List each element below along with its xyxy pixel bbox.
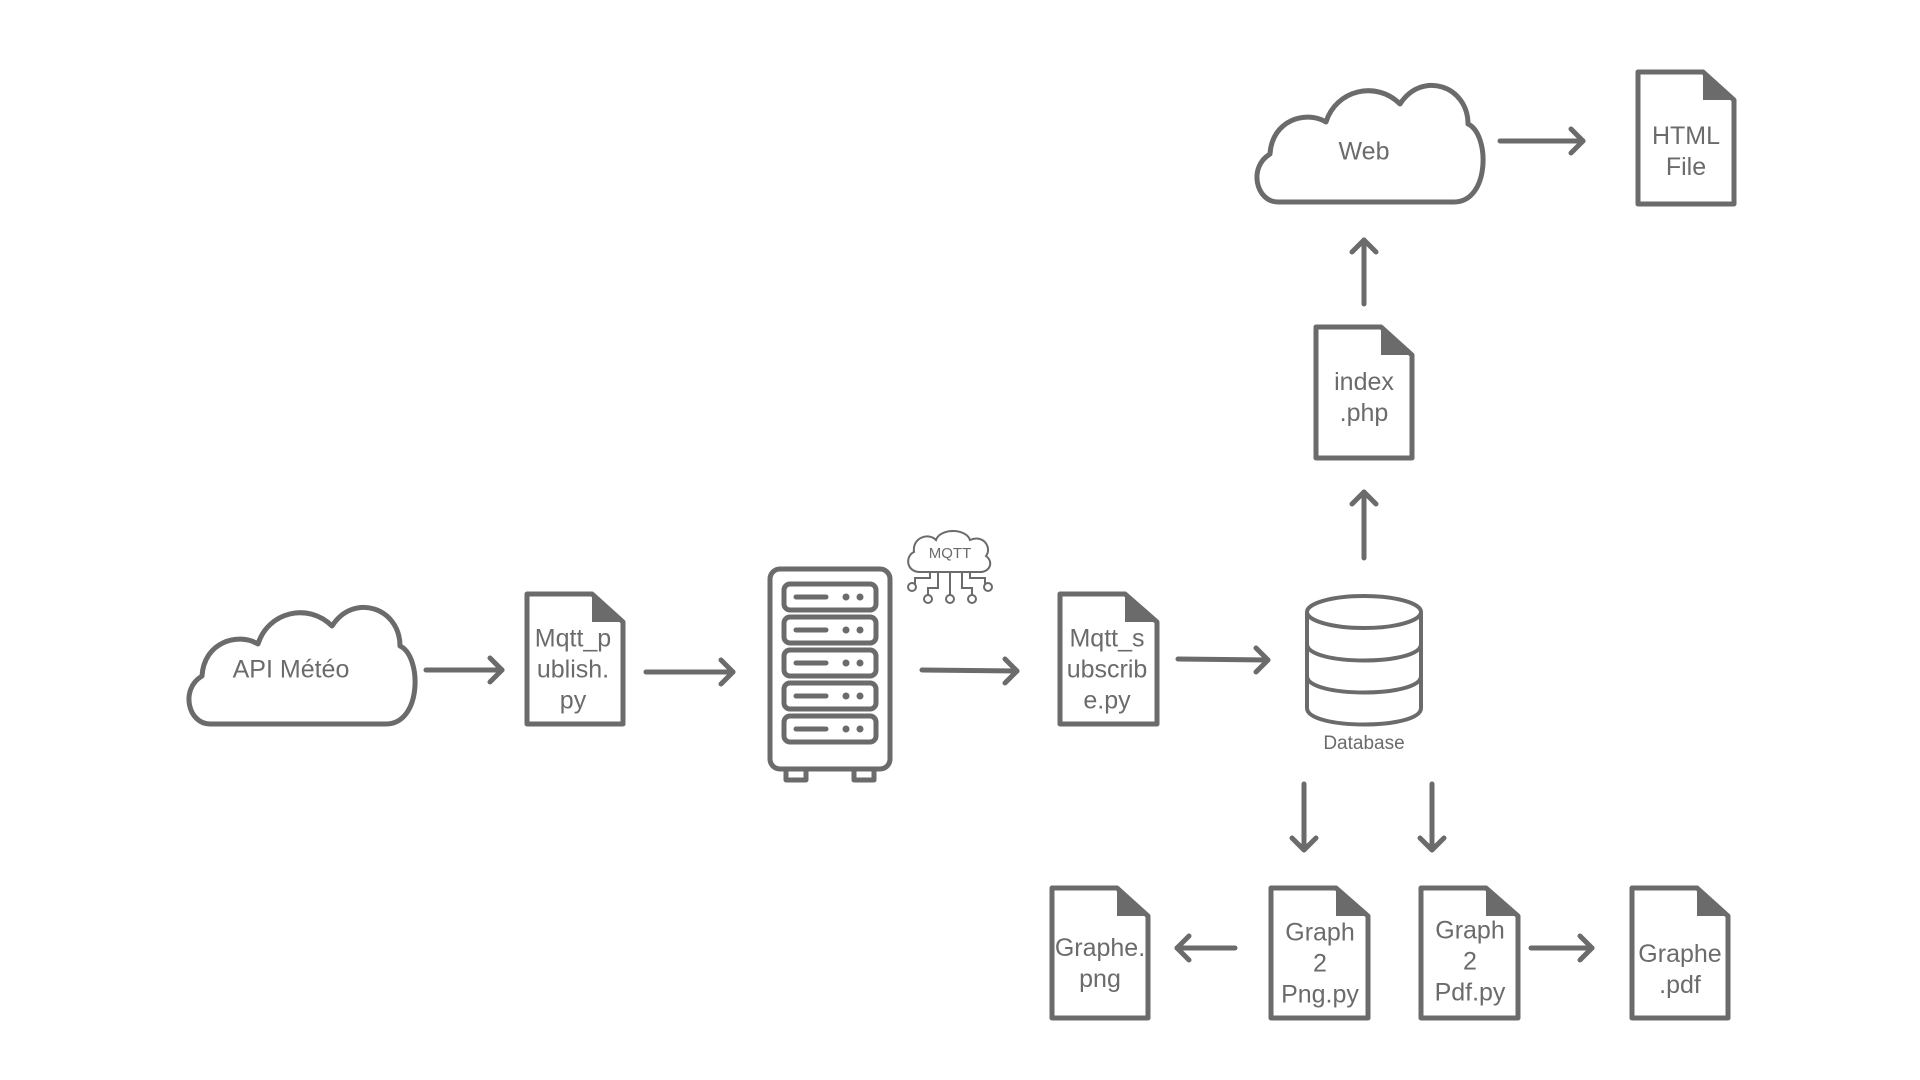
graphe-png-line-1: Graphe. <box>1054 934 1146 962</box>
database-icon <box>1305 594 1423 727</box>
file-icon-graphe-pdf <box>1629 885 1731 1021</box>
graphe-png-line-2: png <box>1079 965 1121 993</box>
database-label: Database <box>1323 733 1405 754</box>
mqtt-cloud-icon <box>907 530 993 604</box>
file-icon-graph2png <box>1268 885 1371 1021</box>
index-php-label: index .php <box>1334 367 1394 429</box>
arrow-database-to-graph2png <box>1289 781 1319 853</box>
html-file-line-2: File <box>1665 153 1707 181</box>
graph2png-line-2: 2 <box>1313 949 1327 978</box>
graph2pdf-line-1: Graph <box>1435 916 1505 945</box>
index-php-line-1: index <box>1334 368 1394 396</box>
api-meteo-label: API Météo <box>232 655 350 684</box>
mqtt-subscribe-line-2: ubscrib <box>1066 655 1148 684</box>
graph2png-line-1: Graph <box>1285 918 1355 947</box>
graph2png-line-3: Png.py <box>1281 980 1359 1009</box>
arrow-api-to-publish <box>423 655 505 685</box>
arrow-graph2pdf-to-graphe-pdf <box>1528 933 1595 963</box>
server-rack-icon <box>767 566 893 783</box>
arrow-database-to-index <box>1349 489 1379 561</box>
graph2pdf-line-2: 2 <box>1463 947 1477 976</box>
html-file-line-1: HTML <box>1651 122 1721 150</box>
file-icon-mqtt-publish <box>524 591 626 727</box>
mqtt-publish-line-1: Mqtt_p <box>534 624 612 653</box>
graphe-pdf-line-2: .pdf <box>1659 971 1701 999</box>
file-icon-graph2pdf <box>1418 885 1521 1021</box>
arrow-web-to-html <box>1497 126 1586 156</box>
arrow-server-to-subscribe <box>919 656 1020 686</box>
arrow-database-to-graph2pdf <box>1417 781 1447 853</box>
index-php-line-2: .php <box>1339 399 1389 427</box>
graphe-png-label: Graphe. png <box>1055 933 1145 995</box>
mqtt-publish-line-2: ublish. <box>536 655 610 684</box>
graphe-pdf-line-1: Graphe <box>1638 940 1722 968</box>
file-icon-graphe-png <box>1049 885 1151 1021</box>
html-file-label: HTML File <box>1652 121 1720 183</box>
mqtt-subscribe-line-3: e.py <box>1083 686 1131 715</box>
arrow-publish-to-server <box>643 657 736 687</box>
graph2png-label: Graph 2 Png.py <box>1281 918 1359 1011</box>
graphe-pdf-label: Graphe .pdf <box>1638 939 1721 1001</box>
arrow-graph2png-to-graphe-png <box>1174 933 1238 963</box>
mqtt-subscribe-label: Mqtt_s ubscrib e.py <box>1067 624 1148 717</box>
mqtt-subscribe-line-1: Mqtt_s <box>1069 624 1145 653</box>
mqtt-badge-label: MQTT <box>928 545 972 562</box>
graph2pdf-line-3: Pdf.py <box>1434 978 1506 1007</box>
arrow-index-to-web <box>1349 237 1379 307</box>
graph2pdf-label: Graph 2 Pdf.py <box>1435 916 1506 1009</box>
web-label: Web <box>1338 137 1390 166</box>
mqtt-publish-line-3: py <box>559 686 587 715</box>
arrow-subscribe-to-database <box>1175 645 1271 675</box>
file-icon-html <box>1635 69 1737 207</box>
file-icon-mqtt-subscribe <box>1057 591 1160 727</box>
file-icon-index-php <box>1313 324 1415 461</box>
mqtt-publish-label: Mqtt_p ublish. py <box>535 624 611 717</box>
